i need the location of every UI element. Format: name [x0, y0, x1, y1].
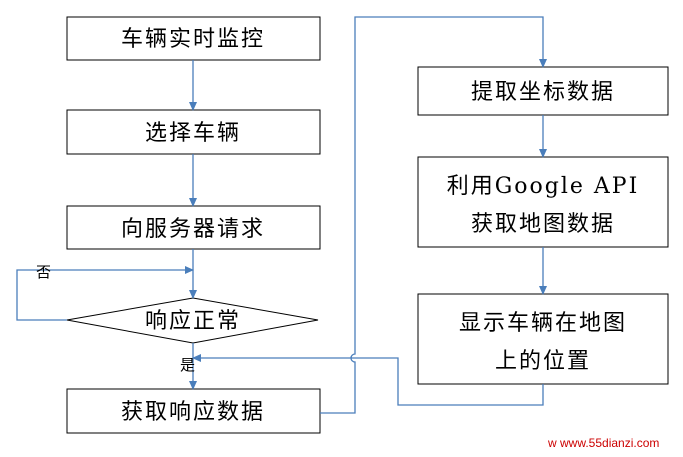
box-google-api-label-line2: 获取地图数据	[471, 212, 615, 237]
box-extract-coords-label: 提取坐标数据	[471, 80, 615, 105]
arrow-decision-no-loop	[16, 266, 194, 321]
arrow-response-to-extract	[320, 16, 547, 414]
box-vehicle-monitor: 车辆实时监控	[66, 16, 321, 61]
box-get-response-data: 获取响应数据	[66, 388, 321, 434]
box-google-api: 利用Google API 获取地图数据	[417, 156, 669, 248]
box-show-vehicle-label-line1: 显示车辆在地图	[459, 311, 627, 336]
box-google-api-label-line1: 利用Google API	[447, 174, 640, 199]
box-extract-coords: 提取坐标数据	[417, 66, 669, 116]
decision-response-normal-label: 响应正常	[145, 309, 241, 334]
edge-label-yes: 是	[180, 356, 195, 374]
box-request-server-label: 向服务器请求	[121, 217, 265, 242]
box-show-vehicle-label-line2: 上的位置	[495, 349, 591, 374]
box-select-vehicle-label: 选择车辆	[145, 121, 241, 146]
decision-response-normal: 响应正常	[66, 297, 319, 344]
arrow-show-back-to-loop	[192, 354, 544, 406]
box-get-response-data-label: 获取响应数据	[121, 400, 265, 425]
box-show-vehicle: 显示车辆在地图 上的位置	[417, 293, 669, 385]
box-vehicle-monitor-label: 车辆实时监控	[121, 27, 265, 52]
edge-label-no: 否	[36, 263, 51, 281]
box-request-server: 向服务器请求	[66, 205, 321, 250]
box-select-vehicle: 选择车辆	[66, 109, 321, 155]
watermark: w www.55dianzi.com	[547, 436, 659, 450]
